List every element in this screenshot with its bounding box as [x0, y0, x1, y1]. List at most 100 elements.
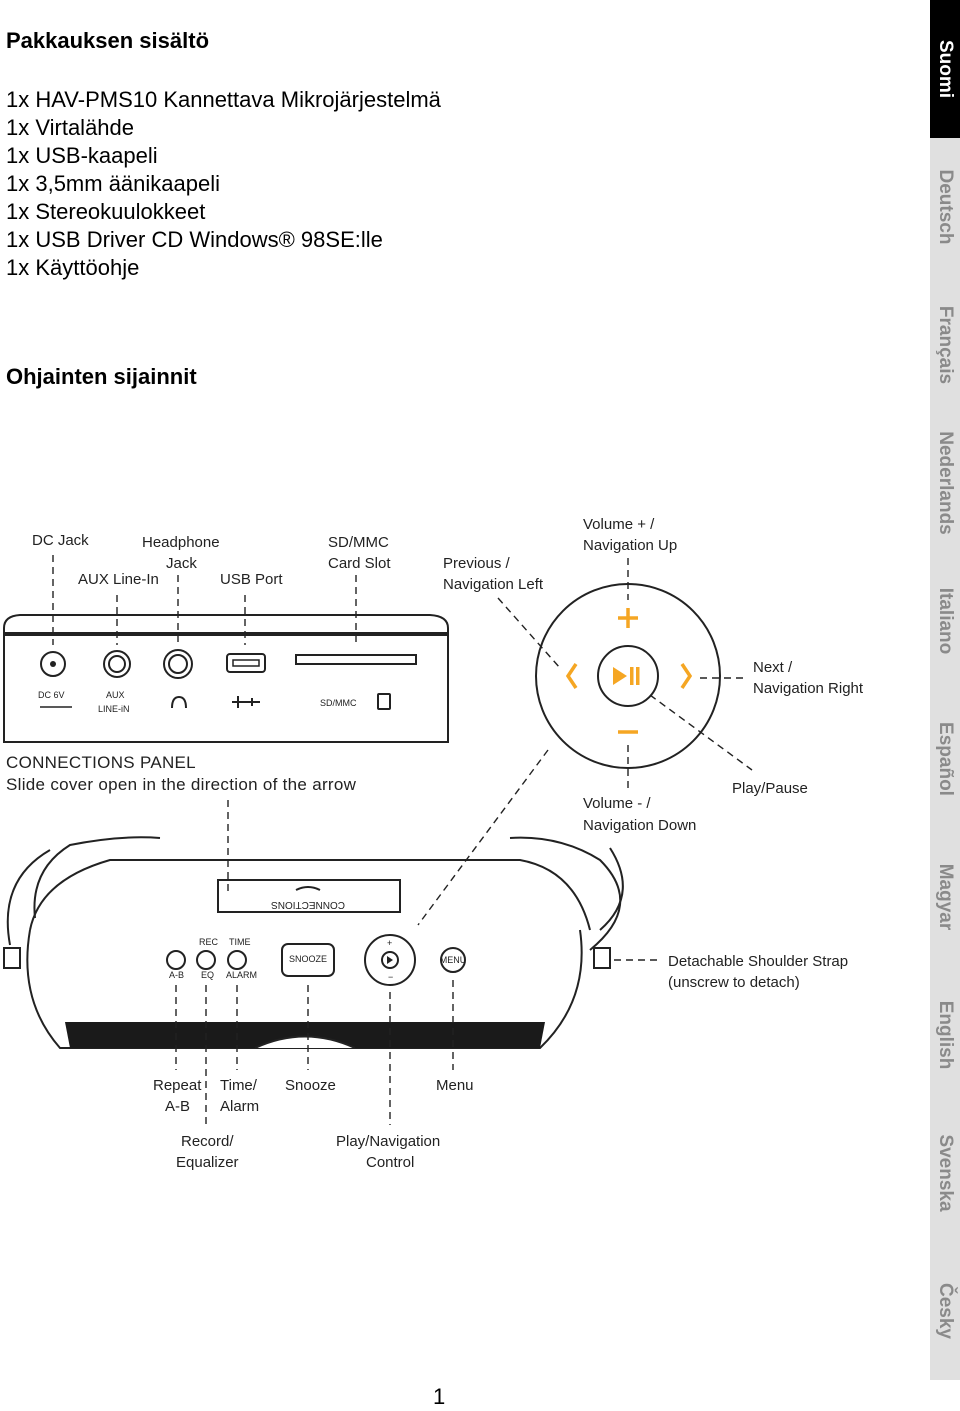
play-pause-label: Play/Pause	[732, 780, 808, 797]
list-item: 1x HAV-PMS10 Kannettava Mikrojärjestelmä	[6, 87, 441, 112]
navigation-left-icon[interactable]	[565, 663, 578, 689]
page-number: 1	[433, 1384, 446, 1409]
panel-aux-label-2: LINE-iN	[98, 704, 130, 714]
tab-nederlands[interactable]: Nederlands	[930, 414, 960, 553]
snooze-button[interactable]	[281, 943, 335, 977]
tab-label: Italiano	[935, 587, 956, 655]
strap-screw-right	[593, 947, 611, 969]
tab-label: Deutsch	[935, 169, 956, 245]
card-slot-icon	[295, 654, 417, 665]
card-slot-label-2: Card Slot	[328, 555, 391, 572]
time-alarm-label: Time/	[220, 1077, 258, 1094]
usb-icon	[232, 696, 260, 708]
volume-down-label-2: Navigation Down	[583, 817, 696, 834]
time-alarm-label-2: Alarm	[220, 1098, 259, 1115]
shoulder-strap	[6, 849, 51, 946]
tab-label: Česky	[935, 1283, 956, 1339]
volume-down-label: Volume - /	[583, 795, 651, 812]
record-label: Record/	[181, 1133, 234, 1150]
connections-cover[interactable]	[217, 879, 401, 913]
controls-diagram: DC Jack Headphone Jack AUX Line-In USB P…	[3, 516, 864, 1171]
tab-label: Nederlands	[935, 431, 956, 535]
play-navigation-label-2: Control	[366, 1154, 414, 1171]
list-item: 1x 3,5mm äänikaapeli	[6, 171, 221, 196]
play-icon	[613, 667, 627, 685]
previous-label: Previous /	[443, 555, 511, 572]
usb-port-label: USB Port	[220, 571, 283, 588]
rec-label: REC	[199, 937, 219, 947]
repeat-label: Repeat	[153, 1077, 202, 1094]
svg-text:+: +	[387, 938, 392, 948]
tab-cesky[interactable]: Česky	[930, 1242, 960, 1381]
aux-jack-icon	[103, 650, 131, 678]
next-label-2: Navigation Right	[753, 680, 864, 697]
cover-label: CONNECTIONS	[271, 899, 345, 910]
tab-label: Svenska	[935, 1134, 956, 1212]
pause-icon	[636, 667, 640, 685]
volume-up-label: Volume + /	[583, 516, 655, 533]
panel-sdmmc-label: SD/MMC	[320, 698, 357, 708]
navigation-right-icon[interactable]	[680, 663, 693, 689]
language-tabs: Suomi Deutsch Français Nederlands Italia…	[930, 0, 960, 1381]
snooze-button-label: SNOOZE	[289, 954, 327, 964]
snooze-label: Snooze	[285, 1077, 336, 1094]
tab-english[interactable]: English	[930, 966, 960, 1105]
repeat-label-2: A-B	[165, 1098, 190, 1115]
connections-panel-subtitle: Slide cover open in the direction of the…	[6, 775, 357, 794]
tab-label: Suomi	[935, 39, 956, 99]
record-eq-button[interactable]	[196, 950, 216, 970]
menu-label: Menu	[436, 1077, 474, 1094]
previous-label-2: Navigation Left	[443, 576, 544, 593]
tab-label: Español	[935, 722, 956, 796]
list-item: 1x Stereokuulokkeet	[6, 199, 206, 224]
package-contents-list: 1x HAV-PMS10 Kannettava Mikrojärjestelmä…	[6, 86, 441, 282]
ab-label: A-B	[169, 970, 184, 980]
tab-label: English	[935, 1000, 956, 1070]
volume-up-label-2: Navigation Up	[583, 537, 677, 554]
list-item: 1x USB Driver CD Windows® 98SE:lle	[6, 227, 383, 252]
navigation-control	[535, 583, 721, 769]
tab-francais[interactable]: Français	[930, 276, 960, 415]
strap-label-2: (unscrew to detach)	[668, 974, 800, 991]
tab-magyar[interactable]: Magyar	[930, 828, 960, 967]
time-alarm-button[interactable]	[227, 950, 247, 970]
strap-label: Detachable Shoulder Strap	[668, 953, 848, 970]
play-navigation-label: Play/Navigation	[336, 1133, 440, 1150]
contents-heading: Pakkauksen sisältö	[6, 28, 210, 53]
tab-label: Français	[935, 305, 956, 385]
list-item: 1x Virtalähde	[6, 115, 135, 140]
eq-label: EQ	[201, 970, 214, 980]
tab-italiano[interactable]: Italiano	[930, 552, 960, 691]
panel-dc-label: DC 6V	[38, 690, 65, 700]
headphone-jack-label: Headphone	[142, 534, 220, 551]
time-label: TIME	[229, 937, 251, 947]
tab-espanol[interactable]: Español	[930, 690, 960, 829]
play-navigation-control[interactable]	[364, 934, 416, 986]
volume-up-icon[interactable]	[618, 608, 638, 628]
connections-panel-title: CONNECTIONS PANEL	[6, 753, 196, 772]
tab-suomi[interactable]: Suomi	[930, 0, 960, 139]
strap-screw-left	[3, 947, 21, 969]
speaker-body: CONNECTIONS	[3, 836, 624, 1049]
aux-line-in-label: AUX Line-In	[78, 571, 159, 588]
play-pause-button[interactable]	[597, 645, 659, 707]
headphone-jack-icon	[163, 649, 193, 679]
dc-jack-label: DC Jack	[32, 532, 89, 549]
controls-heading: Ohjainten sijainnit	[6, 364, 197, 389]
menu-button[interactable]	[440, 947, 466, 973]
tab-svenska[interactable]: Svenska	[930, 1104, 960, 1243]
list-item: 1x Käyttöohje	[6, 255, 140, 280]
repeat-ab-button[interactable]	[166, 950, 186, 970]
card-slot-label: SD/MMC	[328, 534, 389, 551]
alarm-label: ALARM	[226, 970, 257, 980]
sd-card-icon	[377, 693, 391, 710]
dc-jack-icon	[40, 651, 66, 677]
record-label-2: Equalizer	[176, 1154, 239, 1171]
list-item: 1x USB-kaapeli	[6, 143, 158, 168]
headphone-icon	[171, 695, 187, 709]
svg-text:−: −	[388, 972, 393, 982]
speaker-grille	[65, 1022, 545, 1048]
tab-deutsch[interactable]: Deutsch	[930, 138, 960, 277]
connections-panel: DC 6V AUX LINE-iN SD/MMC	[3, 614, 449, 743]
tab-label: Magyar	[935, 863, 956, 931]
